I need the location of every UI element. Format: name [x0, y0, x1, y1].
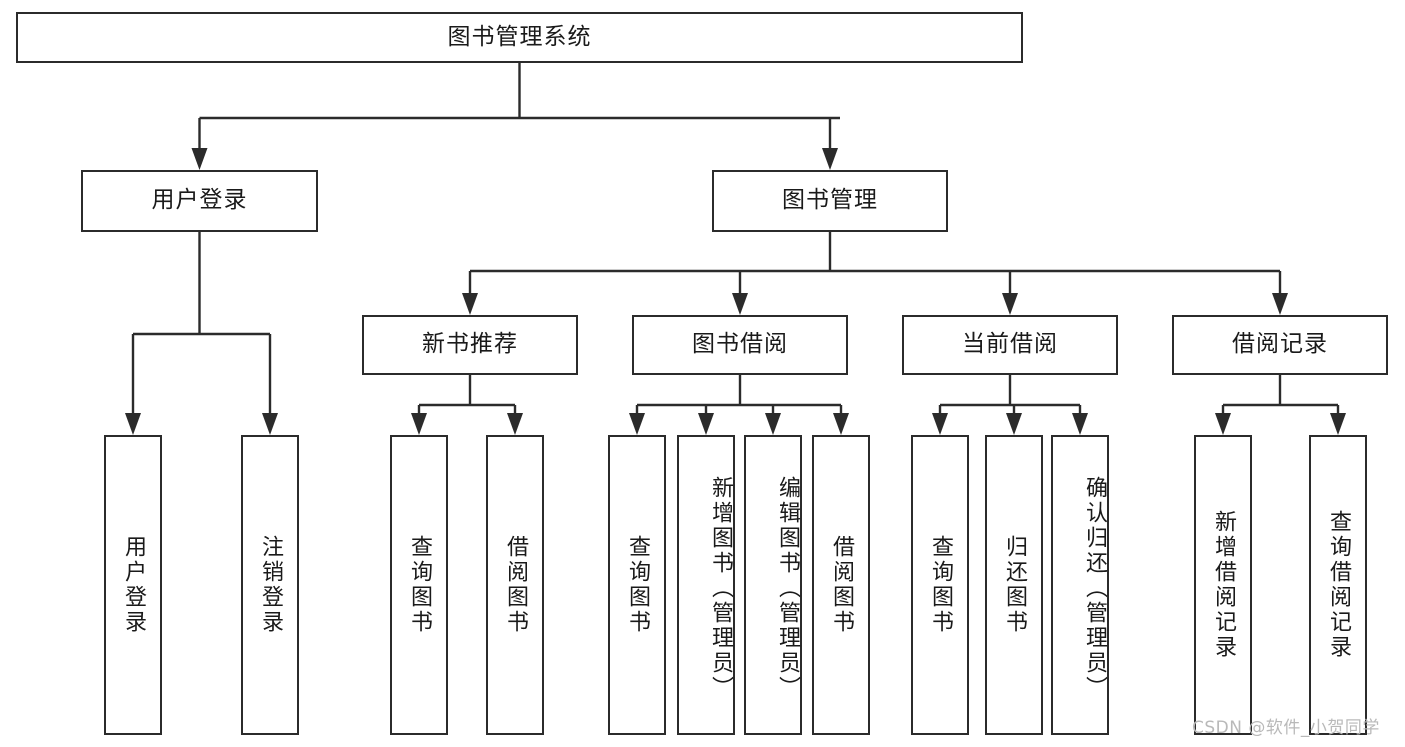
node-leaf-query-book-3[interactable]: 查询图书 — [911, 435, 969, 735]
node-new-book-recommend[interactable]: 新书推荐 — [362, 315, 578, 375]
node-leaf-query-record[interactable]: 查询借阅记录 — [1309, 435, 1367, 735]
arrow-drop-query-record — [1330, 413, 1346, 435]
watermark-text: CSDN @软件_小贺同学 — [1192, 718, 1380, 738]
node-label-leaf-logout: 注销登录 — [257, 535, 283, 635]
node-label-leaf-user-login: 用户登录 — [120, 535, 146, 635]
node-leaf-confirm-return[interactable]: 确认归还（管理员） — [1051, 435, 1109, 735]
node-borrow-records[interactable]: 借阅记录 — [1172, 315, 1388, 375]
arrow-drop-add-record — [1215, 413, 1231, 435]
node-leaf-return-book[interactable]: 归还图书 — [985, 435, 1043, 735]
node-label-leaf-edit-book: 编辑图书（管理员） — [775, 475, 800, 701]
node-label-leaf-add-book: 新增图书（管理员） — [708, 475, 733, 701]
node-label-leaf-add-record: 新增借阅记录 — [1210, 510, 1236, 660]
node-label-book-borrow: 图书借阅 — [692, 331, 788, 358]
node-label-leaf-confirm-return: 确认归还（管理员） — [1082, 475, 1107, 701]
node-leaf-borrow-book-1[interactable]: 借阅图书 — [486, 435, 544, 735]
node-leaf-add-record[interactable]: 新增借阅记录 — [1194, 435, 1252, 735]
node-label-leaf-return-book: 归还图书 — [1001, 535, 1027, 635]
arrow-drop-new-book-recommend — [462, 293, 478, 315]
arrow-drop-borrow-book-1 — [507, 413, 523, 435]
arrow-drop-query-book-1 — [411, 413, 427, 435]
arrow-drop-query-book-3 — [932, 413, 948, 435]
node-book-management[interactable]: 图书管理 — [712, 170, 948, 232]
node-label-leaf-borrow-book-2: 借阅图书 — [828, 535, 854, 635]
node-label-user-login: 用户登录 — [151, 187, 248, 214]
node-leaf-borrow-book-2[interactable]: 借阅图书 — [812, 435, 870, 735]
node-label-root: 图书管理系统 — [447, 23, 592, 50]
arrow-drop-user-login — [191, 148, 208, 170]
node-current-borrow[interactable]: 当前借阅 — [902, 315, 1118, 375]
node-user-login[interactable]: 用户登录 — [81, 170, 318, 232]
node-label-leaf-query-record: 查询借阅记录 — [1325, 510, 1351, 660]
node-root[interactable]: 图书管理系统 — [16, 12, 1023, 63]
arrow-drop-add-book — [698, 413, 714, 435]
arrow-drop-current-borrow — [1002, 293, 1018, 315]
node-leaf-user-login[interactable]: 用户登录 — [104, 435, 162, 735]
arrow-drop-leaf-user-login — [125, 413, 141, 435]
arrow-drop-edit-book — [765, 413, 781, 435]
arrow-drop-book-borrow — [732, 293, 748, 315]
arrow-drop-confirm-return — [1072, 413, 1088, 435]
node-book-borrow[interactable]: 图书借阅 — [632, 315, 848, 375]
node-label-book-management: 图书管理 — [782, 187, 878, 214]
arrow-drop-leaf-logout — [262, 413, 278, 435]
node-label-leaf-query-book-2: 查询图书 — [624, 535, 650, 635]
node-label-leaf-query-book-3: 查询图书 — [927, 535, 953, 635]
node-leaf-add-book[interactable]: 新增图书（管理员） — [677, 435, 735, 735]
node-leaf-logout[interactable]: 注销登录 — [241, 435, 299, 735]
node-leaf-query-book-1[interactable]: 查询图书 — [390, 435, 448, 735]
node-label-current-borrow: 当前借阅 — [962, 331, 1058, 358]
node-leaf-edit-book[interactable]: 编辑图书（管理员） — [744, 435, 802, 735]
node-leaf-query-book-2[interactable]: 查询图书 — [608, 435, 666, 735]
arrow-drop-query-book-2 — [629, 413, 645, 435]
node-label-leaf-borrow-book-1: 借阅图书 — [502, 535, 528, 635]
arrow-drop-borrow-records — [1272, 293, 1288, 315]
node-label-borrow-records: 借阅记录 — [1232, 331, 1328, 358]
arrow-drop-borrow-book-2 — [833, 413, 849, 435]
arrow-drop-return-book — [1006, 413, 1022, 435]
arrow-drop-book-management — [822, 148, 838, 170]
node-label-leaf-query-book-1: 查询图书 — [406, 535, 432, 635]
node-label-new-book-recommend: 新书推荐 — [422, 331, 518, 358]
